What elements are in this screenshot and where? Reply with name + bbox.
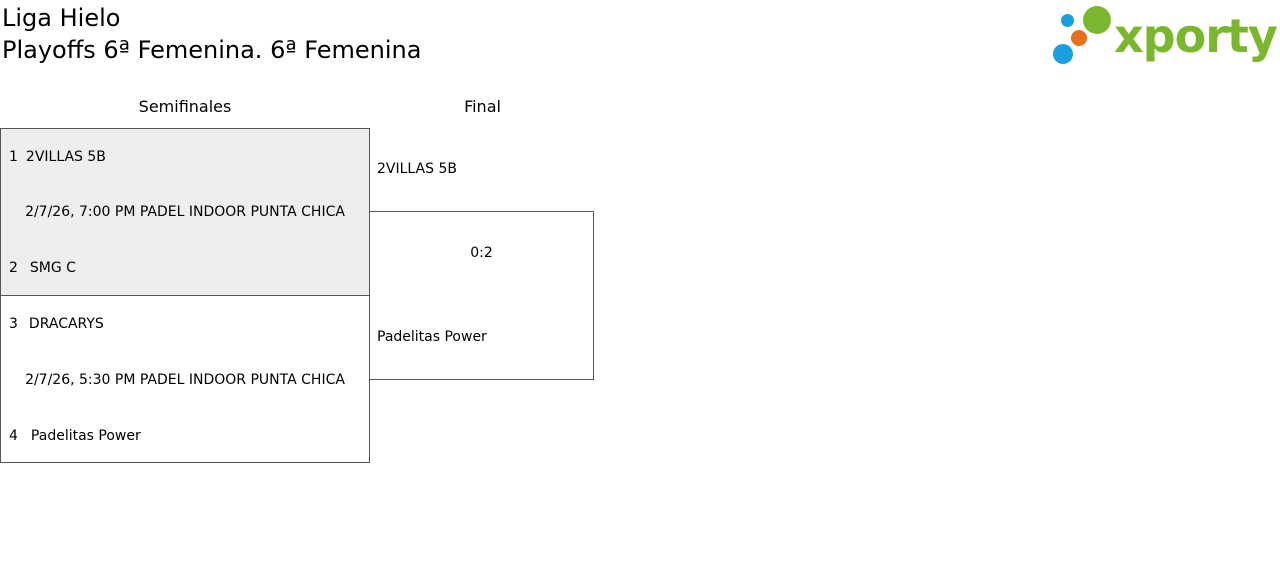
team-name: SMG C <box>29 260 76 276</box>
semifinal-1-schedule: 2/7/26, 7:00 PM PADEL INDOOR PUNTA CHICA <box>25 204 345 220</box>
semifinal-2-team-2: 4 Padelitas Power <box>9 427 141 445</box>
team-seed: 1 <box>9 149 18 165</box>
team-name: Padelitas Power <box>30 428 141 444</box>
team-name: DRACARYS <box>28 316 104 332</box>
round-header-final: Final <box>464 97 501 116</box>
semifinal-1-team-1: 1 2VILLAS 5B <box>9 148 106 166</box>
logo-dot-orange <box>1071 30 1087 46</box>
final-team-2: Padelitas Power <box>377 329 487 345</box>
final-match-connector[interactable] <box>369 211 594 380</box>
logo-wordmark: xporty <box>1114 9 1278 63</box>
xporty-logo[interactable]: xporty <box>1050 4 1278 68</box>
tournament-subtitle: Playoffs 6ª Femenina. 6ª Femenina <box>2 36 422 64</box>
semifinal-1-team-2: 2 SMG C <box>9 259 76 277</box>
final-score: 0:2 <box>470 245 493 261</box>
semifinal-match-2[interactable]: 3 DRACARYS 2/7/26, 5:30 PM PADEL INDOOR P… <box>0 295 370 463</box>
semifinal-2-team-1: 3 DRACARYS <box>9 315 104 333</box>
semifinal-match-1[interactable]: 1 2VILLAS 5B 2/7/26, 7:00 PM PADEL INDOOR… <box>0 128 370 296</box>
logo-dot-blue <box>1053 44 1073 64</box>
team-seed: 3 <box>9 316 18 332</box>
final-team-1: 2VILLAS 5B <box>377 161 457 177</box>
logo-dot-green <box>1083 6 1111 34</box>
round-header-semifinals: Semifinales <box>138 97 232 116</box>
semifinal-2-schedule: 2/7/26, 5:30 PM PADEL INDOOR PUNTA CHICA <box>25 372 345 388</box>
league-title: Liga Hielo <box>2 4 121 32</box>
team-name: 2VILLAS 5B <box>25 149 106 165</box>
team-seed: 4 <box>9 428 18 444</box>
logo-dot-blue-small <box>1061 14 1074 27</box>
team-seed: 2 <box>9 260 18 276</box>
